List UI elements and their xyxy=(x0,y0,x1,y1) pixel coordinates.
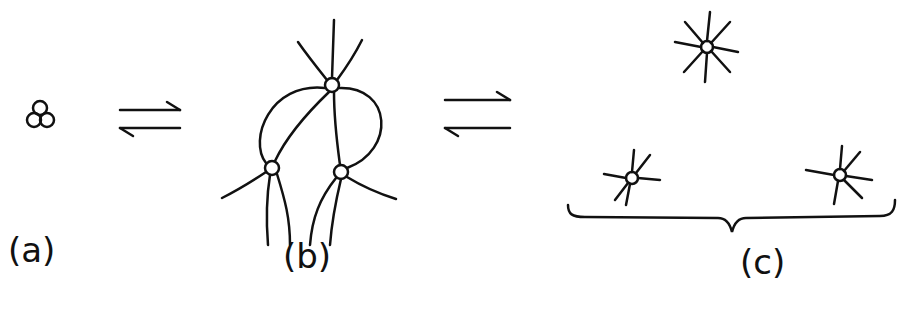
brace xyxy=(568,200,895,232)
cluster-b xyxy=(222,20,396,245)
separated-particles xyxy=(604,12,872,205)
equilibrium-arrows xyxy=(445,92,510,136)
panel-label: (a) xyxy=(8,232,55,269)
equilibrium-arrows xyxy=(120,102,180,136)
cluster-a xyxy=(27,101,54,127)
panel-label: (c) xyxy=(740,244,785,281)
panel-label: (b) xyxy=(283,238,331,275)
